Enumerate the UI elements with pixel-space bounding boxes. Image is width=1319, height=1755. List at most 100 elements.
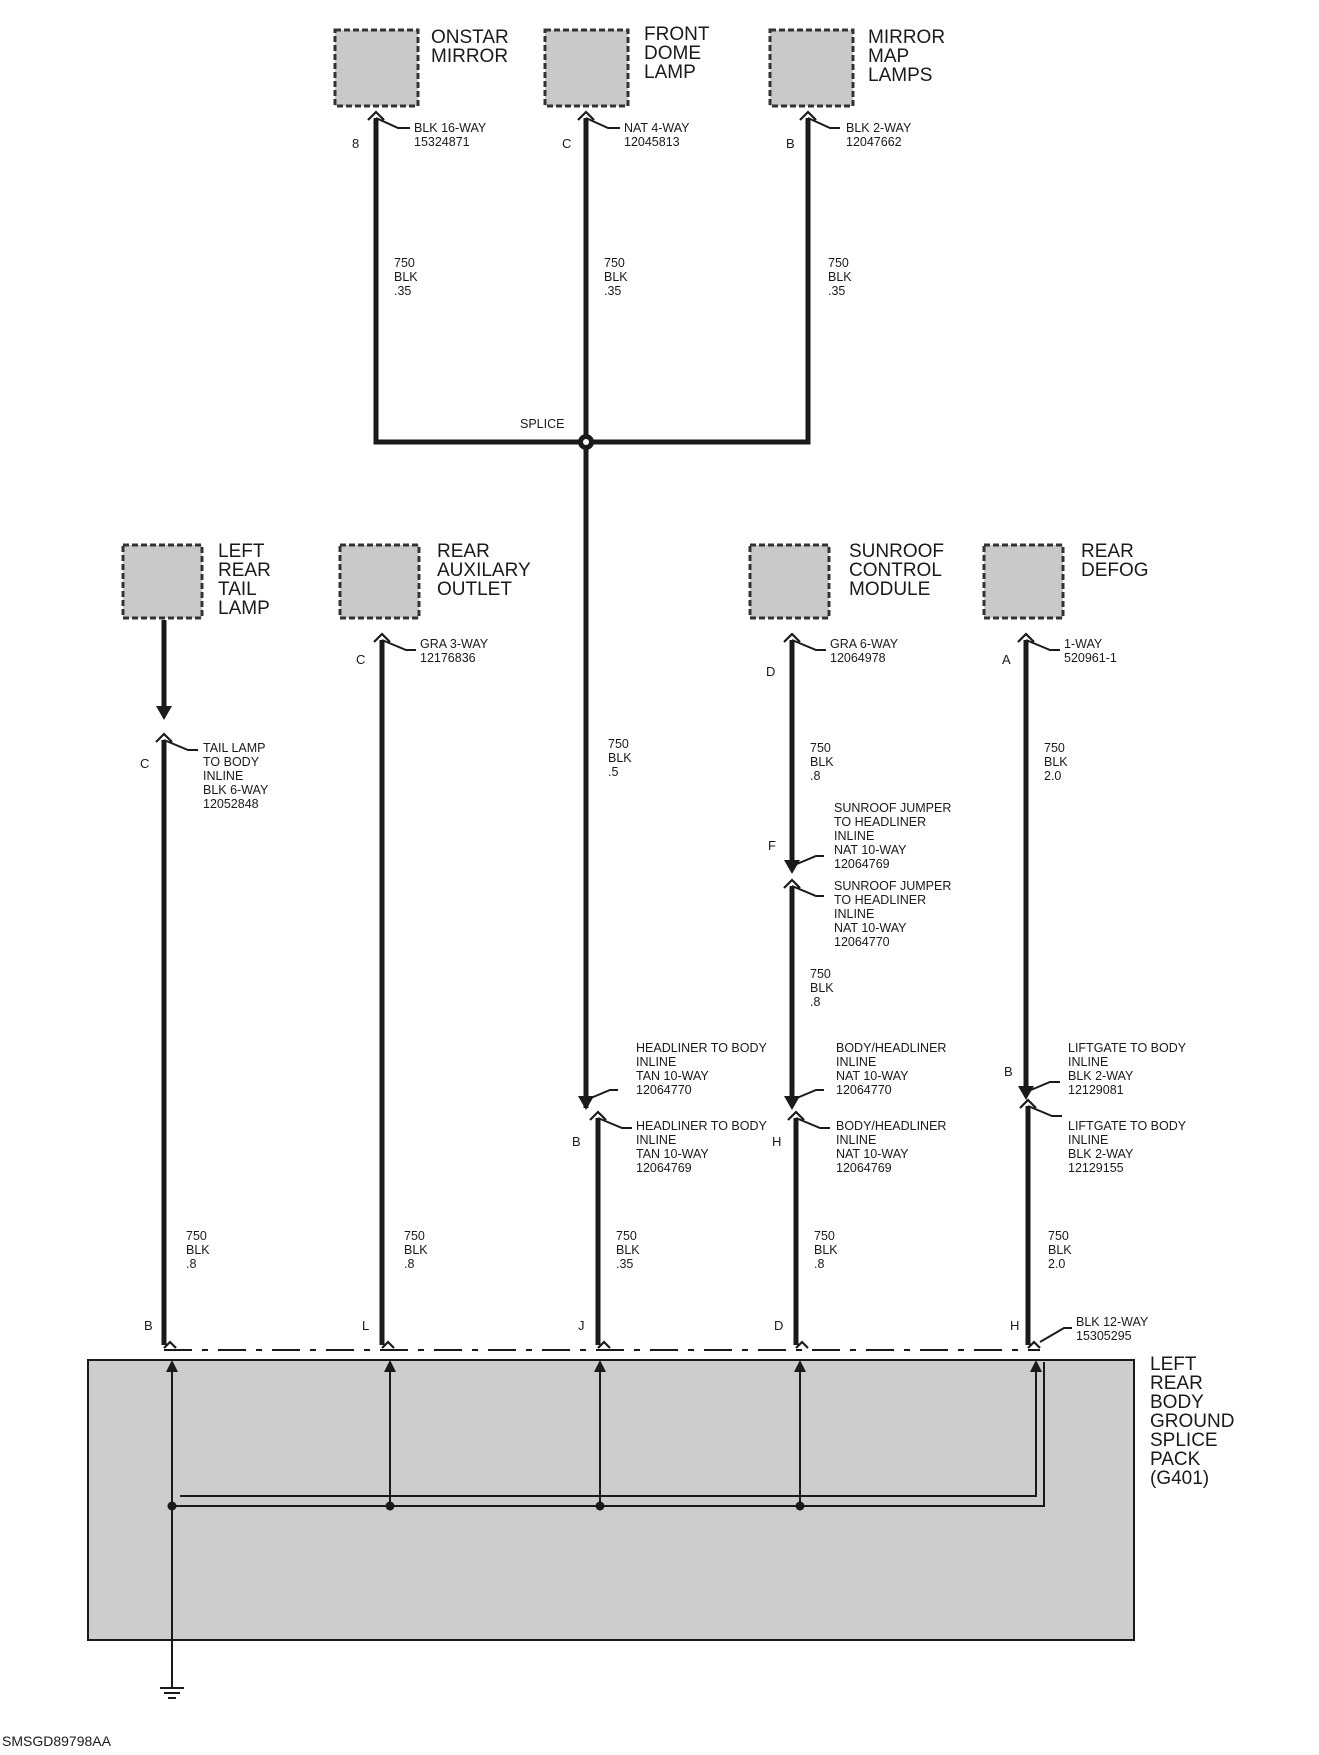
body-headliner-bottom-label: BODY/HEADLINER INLINE NAT 10-WAY 1206476… xyxy=(836,1119,950,1175)
onstar-connector-pin: 8 xyxy=(352,136,359,151)
map-connector-leader xyxy=(807,117,840,129)
defog-connector-hook xyxy=(1017,632,1035,643)
splice-pack-hook-j xyxy=(597,1340,611,1349)
splice-pack-connector-leader xyxy=(1039,1327,1072,1343)
splice-pack-arrow-j xyxy=(594,1360,606,1372)
dome-connector-pin: C xyxy=(562,136,571,151)
sunroof-upper-wire-label: 750 BLK .8 xyxy=(810,741,837,783)
splice-pack-node-j xyxy=(595,1501,605,1511)
sunroof-jumper-top-label: SUNROOF JUMPER TO HEADLINER INLINE NAT 1… xyxy=(834,801,955,871)
splice-pack-hook-h xyxy=(1027,1340,1041,1349)
liftgate-bottom-leader xyxy=(1027,1105,1062,1117)
sunroof-connector-leader xyxy=(791,639,826,651)
onstar-connector-leader xyxy=(375,117,410,129)
onstar-wire xyxy=(373,118,586,445)
splice-label: SPLICE xyxy=(520,417,564,431)
dome-connector-label: NAT 4-WAY 12045813 xyxy=(624,121,693,149)
headliner-body-bottom-pin: B xyxy=(572,1134,581,1149)
sunroof-jumper-inline-hook xyxy=(783,878,801,889)
splice-pack-arrow-b xyxy=(166,1360,178,1372)
headliner-inline-hook xyxy=(589,1110,607,1121)
splice-pack-connector-label: BLK 12-WAY 15305295 xyxy=(1076,1315,1152,1343)
mirror-map-lamps-label: MIRROR MAP LAMPS xyxy=(868,27,950,86)
map-connector-hook xyxy=(799,110,817,121)
headliner-lower-wire-label: 750 BLK .35 xyxy=(616,1229,643,1271)
tail-lamp-lower-wire-label: 750 BLK .8 xyxy=(186,1229,213,1271)
splice-pack-arrow-d xyxy=(794,1360,806,1372)
front-dome-lamp-label: FRONT DOME LAMP xyxy=(644,24,714,83)
onstar-connector-label: BLK 16-WAY 15324871 xyxy=(414,121,490,149)
sunroof-jumper-bottom-leader xyxy=(791,885,824,897)
left-rear-tail-lamp-box xyxy=(121,543,204,620)
map-connector-pin: B xyxy=(786,136,795,151)
body-headliner-arrow-icon xyxy=(784,1096,800,1110)
aux-outlet-connector-pin: C xyxy=(356,652,365,667)
defog-connector-pin: A xyxy=(1002,652,1011,667)
onstar-mirror-box xyxy=(333,28,420,108)
splice-pack-hook-b xyxy=(163,1340,177,1349)
splice-pack-node-b xyxy=(167,1501,177,1511)
rear-auxilary-outlet-label: REAR AUXILARY OUTLET xyxy=(437,541,536,600)
onstar-connector-hook xyxy=(367,110,385,121)
sunroof-lower-wire-label: 750 BLK .8 xyxy=(814,1229,841,1271)
dome-connector-hook xyxy=(577,110,595,121)
rear-defog-box xyxy=(982,543,1065,620)
splice-pack-pin-j: J xyxy=(578,1318,585,1333)
splice-pack-node-l xyxy=(385,1501,395,1511)
mirror-map-lamps-box xyxy=(768,28,855,108)
dome-connector-leader xyxy=(585,117,620,129)
headliner-bottom-leader xyxy=(597,1117,632,1129)
sunroof-mid-wire-label: 750 BLK .8 xyxy=(810,967,837,1009)
splice-pack-pin-h: H xyxy=(1010,1318,1019,1333)
tail-lamp-inline-label: TAIL LAMP TO BODY INLINE BLK 6-WAY 12052… xyxy=(203,741,272,811)
splice-pack-pin-l: L xyxy=(362,1318,369,1333)
liftgate-top-pin: B xyxy=(1004,1064,1013,1079)
splice-pack-pin-d: D xyxy=(774,1318,783,1333)
aux-outlet-connector-label: GRA 3-WAY 12176836 xyxy=(420,637,491,665)
liftgate-inline-hook xyxy=(1019,1098,1037,1109)
defog-connector-leader xyxy=(1025,639,1060,651)
aux-outlet-connector-leader xyxy=(381,639,416,651)
headliner-body-bottom-label: HEADLINER TO BODY INLINE TAN 10-WAY 1206… xyxy=(636,1119,770,1175)
liftgate-arrow-icon xyxy=(1018,1086,1034,1100)
tail-lamp-inline-leader xyxy=(163,739,198,751)
tail-lamp-inline-hook xyxy=(155,732,173,743)
sunroof-control-module-label: SUNROOF CONTROL MODULE xyxy=(849,541,949,600)
liftgate-top-label: LIFTGATE TO BODY INLINE BLK 2-WAY 121290… xyxy=(1068,1041,1189,1097)
sunroof-jumper-top-pin: F xyxy=(768,838,776,853)
ground-splice-pack-box xyxy=(87,1359,1135,1641)
figure-id: SMSGD89798AA xyxy=(2,1733,112,1749)
rear-auxilary-outlet-box xyxy=(338,543,421,620)
defog-upper-wire-label: 750 BLK 2.0 xyxy=(1044,741,1071,783)
defog-lower-wire-label: 750 BLK 2.0 xyxy=(1048,1229,1075,1271)
sunroof-jumper-bottom-label: SUNROOF JUMPER TO HEADLINER INLINE NAT 1… xyxy=(834,879,955,949)
splice-pack-node-d xyxy=(795,1501,805,1511)
splice-pack-pin-b: B xyxy=(144,1318,153,1333)
defog-connector-label: 1-WAY 520961-1 xyxy=(1064,637,1117,665)
splice-pack-internal-bus xyxy=(171,1362,1045,1688)
ground-splice-pack-label: LEFT REAR BODY GROUND SPLICE PACK (G401) xyxy=(1150,1354,1240,1489)
liftgate-top-leader xyxy=(1025,1081,1060,1093)
rear-defog-label: REAR DEFOG xyxy=(1081,541,1149,581)
onstar-mirror-label: ONSTAR MIRROR xyxy=(431,27,514,67)
body-headliner-bottom-leader xyxy=(795,1117,830,1129)
onstar-wire-label: 750 BLK .35 xyxy=(394,256,421,298)
splice-pack-arrow-h xyxy=(1030,1360,1042,1372)
sunroof-connector-pin: D xyxy=(766,664,775,679)
splice-pack-hook-d xyxy=(795,1340,809,1349)
splice-pack-arrow-l xyxy=(384,1360,396,1372)
headliner-arrow-icon xyxy=(578,1096,594,1110)
sunroof-jumper-arrow-icon xyxy=(784,860,800,874)
liftgate-bottom-label: LIFTGATE TO BODY INLINE BLK 2-WAY 121291… xyxy=(1068,1119,1189,1175)
sunroof-control-module-box xyxy=(748,543,831,620)
splice-down-wire-label: 750 BLK .5 xyxy=(608,737,635,779)
aux-outlet-connector-hook xyxy=(373,632,391,643)
headliner-top-leader xyxy=(585,1089,618,1101)
sunroof-connector-hook xyxy=(783,632,801,643)
map-wire-label: 750 BLK .35 xyxy=(828,256,855,298)
tail-lamp-arrow-icon xyxy=(156,706,172,720)
splice-pack-hook-l xyxy=(381,1340,395,1349)
splice-node-center xyxy=(583,439,589,445)
sunroof-jumper-top-leader xyxy=(791,855,824,867)
